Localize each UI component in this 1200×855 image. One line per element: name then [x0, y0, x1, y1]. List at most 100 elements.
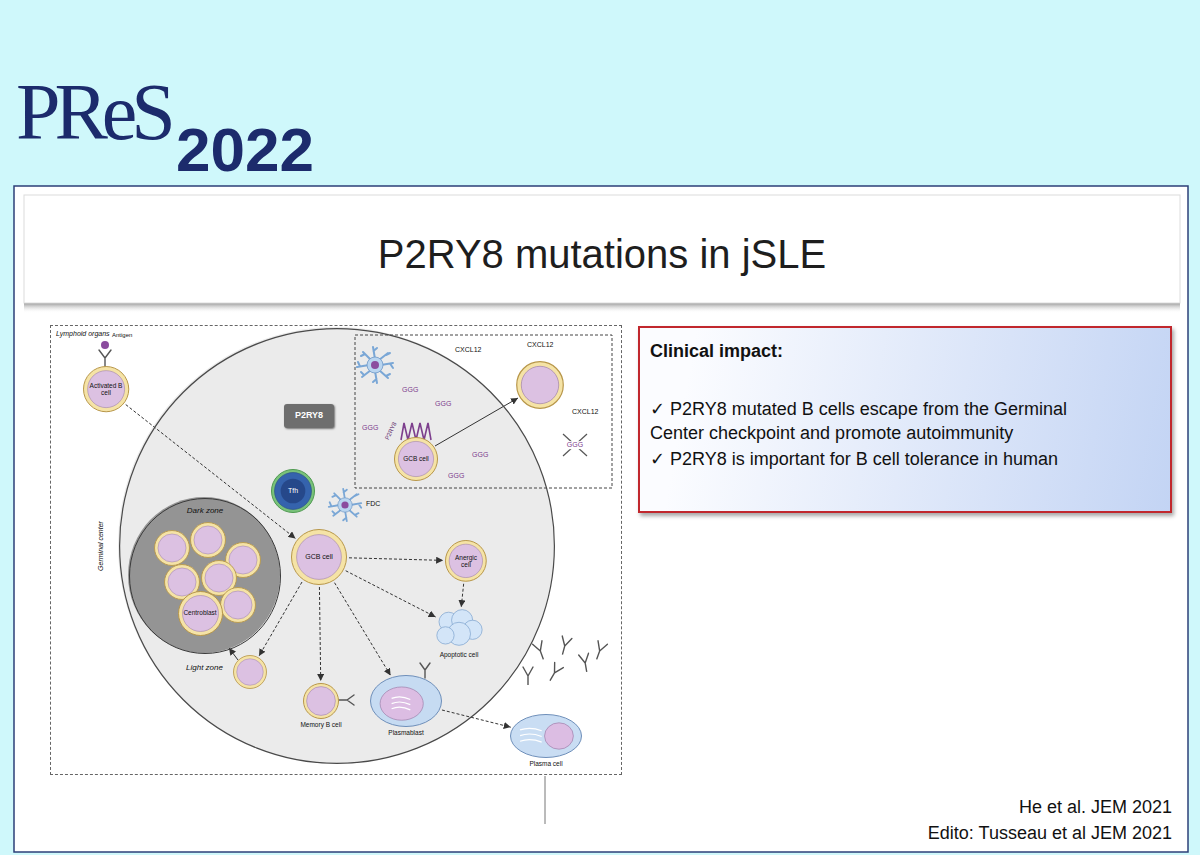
cell-body [88, 371, 125, 408]
plasmablast-cell: Plasmablast [370, 675, 442, 727]
ligand-label: GGG [566, 441, 584, 449]
process-arrow [346, 571, 436, 617]
ligand-label: GGG [472, 451, 488, 459]
zone-label: Dark zone [187, 507, 223, 516]
light-zone-cell [234, 656, 267, 689]
flow-arrow [229, 648, 238, 660]
cell-membrane [83, 366, 128, 411]
antibody [546, 663, 564, 684]
fdc-cell [357, 347, 393, 383]
cell-body [297, 535, 342, 580]
ligand-label: GGG [435, 400, 451, 408]
dark-zone-fill [128, 497, 280, 653]
cell-label: GCB cell [305, 553, 333, 561]
flow-arrow [229, 582, 302, 660]
cell-label: Centroblast [183, 609, 216, 616]
apoptotic-cell-shape [433, 609, 485, 649]
reticulum-line [392, 707, 411, 710]
b-cell-receptor [99, 350, 111, 367]
activated-b-cell: Activated B cell [83, 366, 129, 412]
antibody [592, 641, 608, 661]
title-band [24, 303, 1180, 313]
germinal-center: Germinal centerDark zoneCentroblastP2RY8… [119, 328, 555, 764]
process-arrow [126, 405, 296, 539]
antigen-dot [101, 341, 109, 349]
clinical-impact-box: Clinical impact: ✓ P2RY8 mutated B cells … [638, 326, 1172, 513]
p2ry8-tag: P2RY8 [284, 404, 334, 428]
cell-nucleus [281, 479, 306, 504]
plasmablast-cell-shape [370, 675, 442, 727]
cell-label: Apoptotic cell [440, 651, 479, 658]
cell-label: Plasmablast [388, 729, 423, 736]
reticulum-line [520, 734, 542, 736]
cell-membrane [304, 684, 339, 719]
chemokine-label: CXCL12 [572, 408, 598, 416]
germinal-center-outline [120, 329, 555, 764]
cell-body [449, 544, 482, 577]
migrating-b-cell [517, 362, 564, 409]
process-arrow [461, 584, 463, 607]
centroblast-cluster [191, 523, 226, 558]
gcb-cell: GCB cell [394, 437, 438, 481]
receptor-label: P2RY8 [384, 421, 398, 441]
germinal-center-fill [118, 327, 554, 763]
antibody [420, 663, 430, 678]
cell-membrane [178, 591, 222, 635]
migrating-b-cell [517, 362, 564, 409]
cross-mark [563, 434, 587, 456]
plasma-cell: Plasma cell [510, 714, 582, 758]
gcb-cell: GCB cell [291, 529, 347, 585]
b-cell-receptor [99, 350, 111, 367]
cell-label: GCB cell [403, 455, 429, 462]
title-band: P2RY8 mutations in jSLE [24, 195, 1180, 303]
title-band [24, 195, 1180, 303]
antibody [533, 641, 549, 661]
light-zone-cell [234, 656, 267, 689]
reticulum-line [392, 702, 411, 705]
box-heading: Clinical impact: [650, 340, 1160, 364]
cell-nucleus [380, 687, 423, 720]
title-band [24, 195, 1180, 313]
cross-mark [563, 434, 587, 456]
memory-b-cell-shape [303, 683, 339, 719]
chemokine-label: CXCL12 [527, 341, 553, 349]
ligand-label: GGG [448, 472, 464, 480]
cell-label: Plasma cell [529, 760, 562, 767]
logo-text: PReS [16, 68, 170, 156]
chemokine-label: CXCL12 [455, 346, 481, 354]
apoptotic-body [437, 627, 454, 644]
region-label: Lymphoid organs [56, 330, 110, 338]
antibody [579, 653, 592, 672]
reticulum-line [392, 697, 411, 700]
cell-nucleus [545, 723, 574, 749]
process-arrow [349, 558, 443, 561]
cell-body [398, 441, 433, 476]
memory-b-cell: Memory B cell [303, 683, 339, 719]
fdc-cell [329, 489, 361, 521]
inset-frame [355, 335, 612, 488]
reticulum-line [520, 728, 542, 730]
cell-membrane [371, 676, 442, 727]
secretion-line [545, 776, 546, 824]
gene-label: P2RY8 [295, 411, 323, 421]
centroblast-cell: Centroblast [178, 591, 223, 636]
antibody [523, 667, 533, 685]
inset-frame [355, 335, 612, 488]
tfh-cell: Tfh [271, 469, 315, 513]
reference-text: He et al. JEM 2021 [1019, 798, 1172, 818]
cell-label: Anergic cell [449, 554, 482, 568]
antibody [338, 695, 354, 705]
dark-zone-outline [130, 499, 281, 654]
ligand-label: GGG [402, 386, 418, 394]
cell-membrane [272, 470, 315, 513]
zone-label: Light zone [186, 664, 223, 673]
reference-text: Edito: Tusseau et al JEM 2021 [928, 824, 1172, 844]
cell-body [275, 473, 312, 510]
cell-membrane [446, 541, 487, 582]
flow-arrow [259, 582, 302, 656]
antibody [558, 636, 572, 656]
bullet-text: ✓ P2RY8 mutated B cells escape from the … [650, 398, 1075, 446]
content-panel [14, 186, 1188, 852]
